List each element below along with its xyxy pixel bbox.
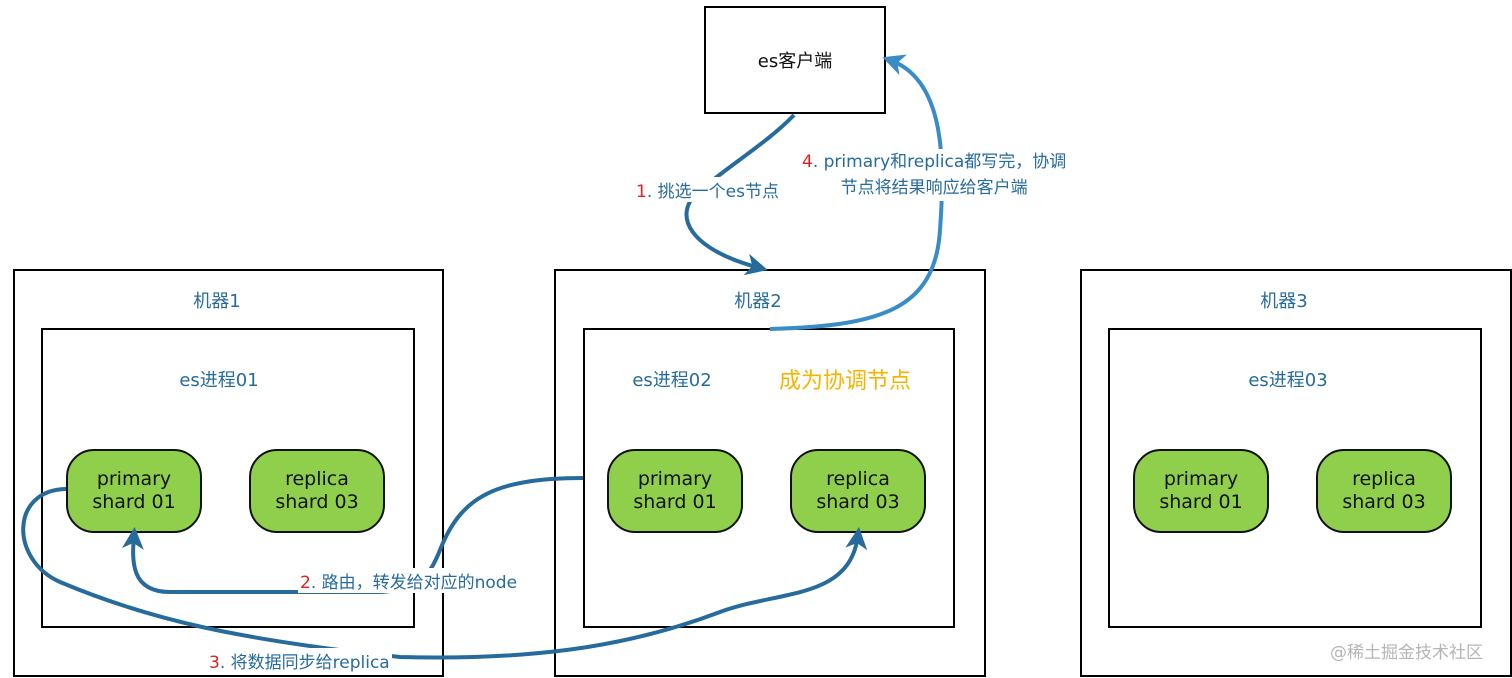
step-4-line1: 4. primary和replica都写完，协调 xyxy=(802,149,1066,175)
step-3-label: 3. 将数据同步给replica xyxy=(207,648,392,673)
shard-line1: replica xyxy=(826,468,890,490)
shard-line2: shard 03 xyxy=(816,491,900,513)
replica-shard-03-machine-1: replica shard 03 xyxy=(249,449,385,533)
shard-line1: replica xyxy=(1352,468,1416,490)
step-2-text: . 路由，转发给对应的node xyxy=(310,573,518,593)
step-2-number: 2 xyxy=(300,573,311,593)
shard-line1: primary xyxy=(96,468,172,490)
machine-1-label: 机器1 xyxy=(193,291,241,312)
shard-line2: shard 03 xyxy=(1342,491,1426,513)
replica-shard-03-machine-2: replica shard 03 xyxy=(790,449,926,533)
replica-shard-03-machine-3: replica shard 03 xyxy=(1316,449,1452,533)
shard-line1: primary xyxy=(1163,468,1239,490)
primary-shard-01-machine-1: primary shard 01 xyxy=(66,449,202,533)
es-process-01-label: es进程01 xyxy=(179,370,259,391)
step-3-text: . 将数据同步给replica xyxy=(219,653,390,673)
step-1-label: 1. 挑选一个es节点 xyxy=(634,177,781,202)
machine-3-label: 机器3 xyxy=(1260,291,1308,312)
shard-line2: shard 03 xyxy=(275,491,359,513)
es-client-box: es客户端 xyxy=(704,6,886,114)
step-4-number: 4 xyxy=(802,152,813,172)
step-4-line2: 节点将结果响应给客户端 xyxy=(840,178,1028,198)
step-3-number: 3 xyxy=(209,653,220,673)
shard-line2: shard 01 xyxy=(1159,491,1243,513)
step-4-label: 4. primary和replica都写完，协调 节点将结果响应给客户端 xyxy=(800,149,1069,201)
machine-2-label: 机器2 xyxy=(734,291,782,312)
es-client-label: es客户端 xyxy=(757,51,833,72)
es-process-02-label: es进程02 xyxy=(632,370,712,391)
primary-shard-01-machine-3: primary shard 01 xyxy=(1133,449,1269,533)
coordinator-node-label: 成为协调节点 xyxy=(779,369,912,394)
shard-line2: shard 01 xyxy=(92,491,176,513)
step-4-text: . primary和replica都写完，协调 xyxy=(812,152,1067,172)
step-1-text: . 挑选一个es节点 xyxy=(646,182,779,202)
shard-line1: replica xyxy=(285,468,349,490)
shard-line2: shard 01 xyxy=(633,491,717,513)
step-2-label: 2. 路由，转发给对应的node xyxy=(298,568,520,593)
shard-line1: primary xyxy=(637,468,713,490)
primary-shard-01-machine-2: primary shard 01 xyxy=(607,449,743,533)
step-1-number: 1 xyxy=(636,182,647,202)
watermark: @稀土掘金技术社区 xyxy=(1330,643,1483,663)
es-process-03-label: es进程03 xyxy=(1248,370,1328,391)
